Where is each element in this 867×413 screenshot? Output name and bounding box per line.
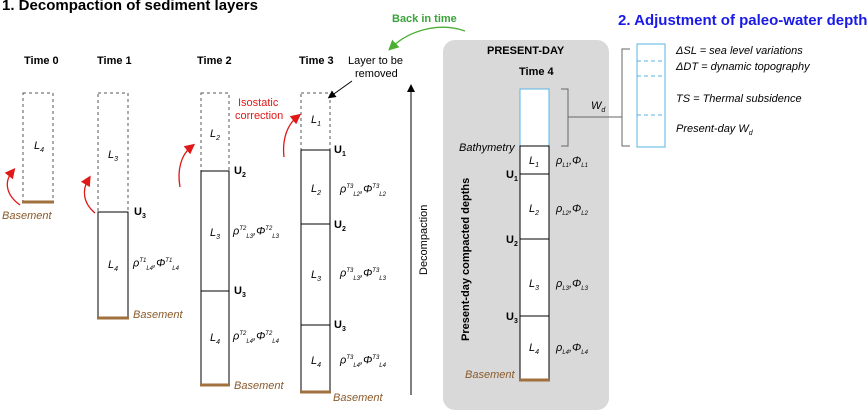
unconformity-u3-t2: U3 (234, 285, 246, 300)
unconformity-u2-t3: U2 (334, 219, 346, 234)
props-l2-t4: ρL2,ΦL2 (556, 203, 588, 218)
legend-dynamic-topography: ΔDT = dynamic topography (676, 61, 810, 73)
title-paleo-water-depth: 2. Adjustment of paleo-water depth (618, 12, 867, 29)
isostatic-label-1: Isostatic (238, 97, 279, 109)
layer-l4-t0: L4 (34, 140, 45, 155)
layer-l2-t2: L2 (210, 128, 221, 143)
unconformity-u1-t3: U1 (334, 144, 346, 159)
props-l3-t2: ρT2L3,ΦT2L3 (233, 225, 279, 240)
props-l4-t4: ρL4,ΦL4 (556, 342, 588, 357)
layer-l4-t3: L4 (311, 355, 322, 370)
basement-label-t3: Basement (333, 392, 383, 404)
wd-label: Wd (591, 100, 606, 115)
present-day-depths-label: Present-day compacted depths (460, 177, 472, 341)
column-time4 (519, 88, 550, 382)
legend-present-day-wd: Present-day Wd (676, 123, 753, 138)
label-time0: Time 0 (24, 55, 59, 67)
bathymetry-label: Bathymetry (459, 142, 515, 154)
back-in-time-label: Back in time (392, 13, 457, 25)
legend-thermal-subsidence: TS = Thermal subsidence (676, 93, 802, 105)
unconformity-u3-t1: U3 (134, 206, 146, 221)
layer-l1-t3: L1 (311, 114, 322, 129)
column-time3 (300, 92, 331, 394)
unconformity-u3-t3: U3 (334, 319, 346, 334)
layer-removed-label-1: Layer to be (348, 55, 404, 67)
props-l2-t3: ρT3L2,ΦT3L2 (340, 183, 386, 198)
props-l3-t3: ρT3L3,ΦT3L3 (340, 267, 386, 282)
props-l4-t1: ρT1L4,ΦT1L4 (133, 257, 179, 272)
isostatic-arrow-t3 (282, 113, 302, 158)
layer-l4-t4: L4 (529, 342, 540, 357)
isostatic-label-2: correction (235, 110, 284, 122)
unconformity-u2-t4: U2 (506, 234, 518, 249)
unconformity-u3-t4: U3 (506, 311, 518, 326)
layer-l2-t3: L2 (311, 183, 322, 198)
basement-label-t2: Basement (234, 380, 284, 392)
back-in-time-arrow (388, 26, 466, 51)
layer-l2-t4: L2 (529, 203, 540, 218)
title-decompaction: 1. Decompaction of sediment layers (2, 0, 258, 14)
basement-label-t4: Basement (465, 369, 515, 381)
decompaction-label: Decompaction (418, 204, 430, 275)
column-time2 (200, 92, 230, 387)
present-day-label: PRESENT-DAY (487, 45, 565, 57)
props-l1-t4: ρL1,ΦL1 (556, 155, 588, 170)
layer-l4-t2: L4 (210, 332, 221, 347)
layer-removed-arrow (327, 80, 353, 99)
label-time3: Time 3 (299, 55, 334, 67)
unconformity-u1-t4: U1 (506, 169, 518, 184)
layer-l1-t4: L1 (529, 155, 540, 170)
layer-l3-t3: L3 (311, 269, 322, 284)
basement-label-t1: Basement (133, 309, 183, 321)
layer-l4-t1: L4 (108, 259, 119, 274)
layer-removed-label-2: removed (355, 68, 398, 80)
isostatic-arrow-t1 (80, 175, 96, 214)
props-l4-t2: ρT2L4,ΦT2L4 (233, 330, 279, 345)
layer-l3-t2: L3 (210, 227, 221, 242)
legend-sea-level: ΔSL = sea level variations (676, 45, 803, 57)
column-time0 (22, 92, 54, 204)
basement-label-t0: Basement (2, 210, 52, 222)
paleo-depth-box (636, 43, 666, 148)
unconformity-u2-t2: U2 (234, 165, 246, 180)
isostatic-arrow-t0 (4, 167, 21, 206)
label-time4: Time 4 (519, 66, 554, 78)
props-l3-t4: ρL3,ΦL3 (556, 278, 588, 293)
label-time2: Time 2 (197, 55, 232, 67)
column-time1 (97, 92, 129, 320)
layer-l3-t1: L3 (108, 149, 119, 164)
layer-l3-t4: L3 (529, 278, 540, 293)
isostatic-arrow-t2 (178, 143, 196, 188)
wd-bracket (561, 48, 630, 147)
props-l4-t3: ρT3L4,ΦT3L4 (340, 354, 386, 369)
label-time1: Time 1 (97, 55, 132, 67)
